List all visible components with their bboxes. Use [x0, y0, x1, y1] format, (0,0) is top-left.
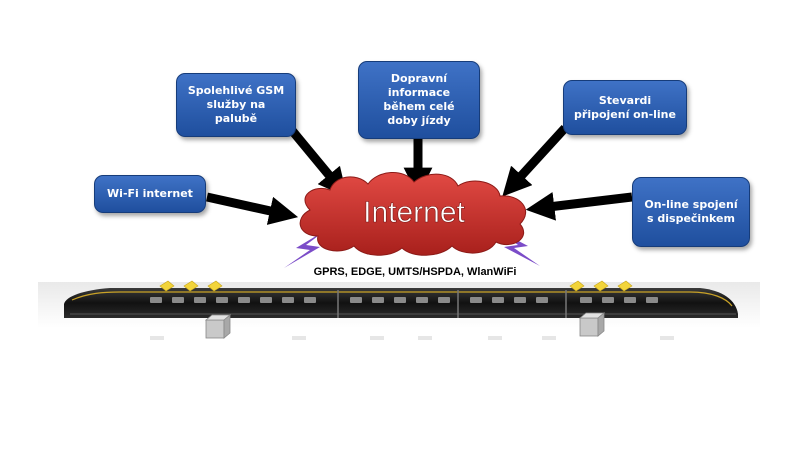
node-dispatcher-connection: On-line spojení s dispečinkem — [632, 177, 750, 247]
onboard-unit-right — [578, 312, 606, 337]
node-stewards-online: Stevardi připojení on-line — [563, 80, 687, 135]
arrow-dispatcher — [525, 191, 633, 221]
onboard-unit-left — [204, 314, 232, 339]
arrow-stewards — [502, 124, 569, 197]
node-gsm-services: Spolehlivé GSM služby na palubě — [176, 73, 296, 137]
technologies-label: GPRS, EDGE, UMTS/HSPDA, WlanWiFi — [313, 266, 517, 278]
node-wifi-internet: Wi-Fi internet — [94, 175, 206, 213]
lightning-left — [284, 230, 326, 268]
lightning-right — [498, 230, 540, 266]
arrow-gsm — [286, 125, 348, 198]
internet-cloud — [299, 172, 527, 256]
node-traffic-info: Dopravní informace během celé doby jízdy — [358, 61, 480, 139]
train — [64, 288, 738, 318]
track-reflection — [150, 336, 674, 340]
internet-label: Internet — [363, 196, 465, 229]
signal-markers-right — [569, 280, 633, 292]
arrow-wifi — [206, 192, 299, 225]
signal-markers-left — [159, 280, 223, 292]
